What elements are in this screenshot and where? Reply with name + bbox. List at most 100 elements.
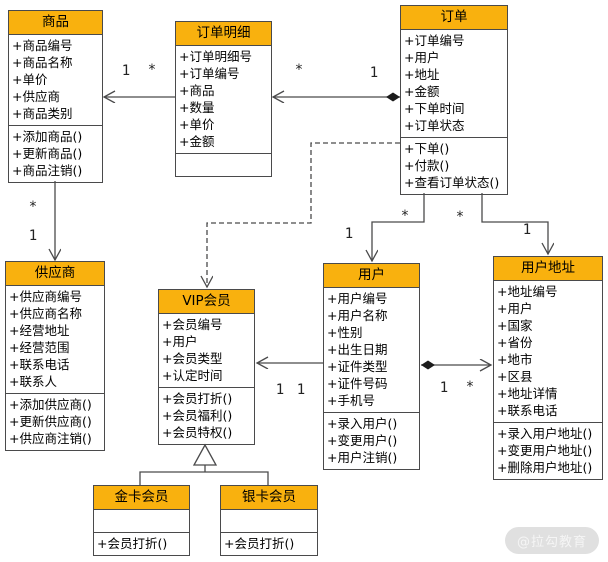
attribute-row: +会员类型	[162, 351, 223, 366]
class-gold-member-methods-section: +会员打折()	[94, 532, 189, 555]
method-row: +更新供应商()	[9, 414, 92, 429]
attribute-row: +区县	[497, 369, 533, 384]
connection-order-to-useraddress	[481, 193, 548, 254]
class-vip-member-attributes-section: +会员编号 +用户 +会员类型 +认定时间	[159, 314, 254, 387]
multiplicity-label: 1	[121, 63, 131, 79]
method-row: +用户注销()	[327, 450, 398, 465]
method-row: +会员福利()	[162, 408, 233, 423]
class-product-attributes-section: +商品编号+商品名称+单价+供应商+商品类别	[9, 35, 102, 125]
method-row: +变更用户地址()	[497, 443, 593, 458]
method-row: +付款()	[404, 158, 450, 173]
multiplicity-label: *	[455, 209, 465, 225]
multiplicity-label: *	[465, 379, 475, 395]
attribute-row: +地市	[497, 352, 533, 367]
multiplicity-label: *	[147, 62, 157, 78]
method-row: +录入用户()	[327, 416, 398, 431]
class-title-silver-member: 银卡会员	[221, 486, 317, 510]
attribute-row: +会员编号	[162, 317, 223, 332]
class-title-user: 用户	[324, 264, 419, 288]
attribute-row: +用户	[162, 334, 198, 349]
class-silver-member-attributes-section	[221, 510, 317, 532]
class-supplier-attributes-section: +供应商编号+供应商名称+经营地址+经营范围+联系电话+联系人	[6, 286, 104, 393]
attribute-row: +订单编号	[179, 66, 240, 81]
attribute-row: +数量	[179, 100, 215, 115]
class-title-order: 订单	[401, 6, 507, 30]
attribute-row: +证件号码	[327, 376, 388, 391]
class-title-vip-member: VIP会员	[159, 290, 254, 314]
class-product: 商品+商品编号+商品名称+单价+供应商+商品类别+添加商品()+更新商品()+商…	[8, 10, 103, 183]
multiplicity-label: 1	[275, 382, 285, 398]
attribute-row: +地址编号	[497, 284, 558, 299]
attribute-row: +金额	[404, 84, 440, 99]
class-title-gold-member: 金卡会员	[94, 486, 189, 510]
multiplicity-label: 1	[369, 65, 379, 81]
multiplicity-label: *	[28, 199, 38, 215]
method-row: +会员特权()	[162, 425, 233, 440]
attribute-row: +供应商编号	[9, 289, 82, 304]
attribute-row: +联系人	[9, 374, 57, 389]
class-title-product: 商品	[9, 11, 102, 35]
multiplicity-label: 1	[296, 382, 306, 398]
attribute-row: +用户	[404, 50, 440, 65]
class-user-methods-section: +录入用户() +变更用户() +用户注销()	[324, 412, 419, 469]
attribute-row: +商品编号	[12, 38, 73, 53]
class-order-detail: 订单明细+订单明细号+订单编号+商品+数量+单价+金额	[175, 21, 272, 177]
class-user-address-attributes-section: +地址编号+用户+国家+省份+地市+区县+地址详情+联系电话	[494, 281, 602, 422]
attribute-row: +经营范围	[9, 340, 70, 355]
attribute-row: +用户编号	[327, 291, 388, 306]
multiplicity-label: 1	[522, 222, 532, 238]
connection-generalization-rail	[139, 471, 269, 485]
class-user-address: 用户地址+地址编号+用户+国家+省份+地市+区县+地址详情+联系电话+录入用户地…	[493, 256, 603, 480]
attribute-row: +出生日期	[327, 342, 388, 357]
attribute-row: +用户名称	[327, 308, 388, 323]
multiplicity-label: 1	[439, 380, 449, 396]
attribute-row: +认定时间	[162, 368, 223, 383]
watermark-badge: @拉勾教育	[505, 527, 599, 554]
class-product-methods-section: +添加商品() +更新商品() +商品注销()	[9, 125, 102, 182]
class-title-user-address: 用户地址	[494, 257, 602, 281]
attribute-row: +订单编号	[404, 33, 465, 48]
method-row: +删除用户地址()	[497, 460, 593, 475]
class-gold-member: 金卡会员 +会员打折()	[93, 485, 190, 556]
attribute-row: +商品	[179, 83, 215, 98]
multiplicity-label: *	[294, 62, 304, 78]
attribute-row: +商品类别	[12, 106, 73, 121]
class-gold-member-attributes-section	[94, 510, 189, 532]
method-row: +变更用户()	[327, 433, 398, 448]
multiplicity-label: 1	[344, 226, 354, 242]
attribute-row: +订单明细号	[179, 49, 252, 64]
class-supplier-methods-section: +添加供应商()+更新供应商()+供应商注销()	[6, 393, 104, 450]
attribute-row: +国家	[497, 318, 533, 333]
method-row: +更新商品()	[12, 146, 83, 161]
method-row: +会员打折()	[224, 536, 295, 551]
class-user: 用户+用户编号+用户名称+性别+出生日期+证件类型+证件号码+手机号+录入用户(…	[323, 263, 420, 470]
class-title-supplier: 供应商	[6, 262, 104, 286]
attribute-row: +单价	[12, 72, 48, 87]
attribute-row: +订单状态	[404, 118, 465, 133]
attribute-row: +经营地址	[9, 323, 70, 338]
attribute-row: +联系电话	[9, 357, 70, 372]
attribute-row: +手机号	[327, 393, 375, 408]
method-row: +商品注销()	[12, 163, 83, 178]
class-order-methods-section: +下单()+付款()+查看订单状态()	[401, 137, 507, 194]
class-order: 订单+订单编号+用户+地址+金额+下单时间+订单状态+下单()+付款()+查看订…	[400, 5, 508, 195]
method-row: +会员打折()	[162, 391, 233, 406]
attribute-row: +省份	[497, 335, 533, 350]
method-row: +供应商注销()	[9, 431, 92, 446]
attribute-row: +单价	[179, 117, 215, 132]
class-order-attributes-section: +订单编号 +用户 +地址 +金额 +下单时间 +订单状态	[401, 30, 507, 137]
multiplicity-label: *	[400, 208, 410, 224]
attribute-row: +下单时间	[404, 101, 465, 116]
attribute-row: +地址	[404, 67, 440, 82]
class-user-address-methods-section: +录入用户地址() +变更用户地址() +删除用户地址()	[494, 422, 602, 479]
attribute-row: +商品名称	[12, 55, 73, 70]
class-title-order-detail: 订单明细	[176, 22, 271, 46]
class-order-detail-methods-section	[176, 153, 271, 176]
attribute-row: +证件类型	[327, 359, 388, 374]
connection-order-to-user	[372, 193, 425, 261]
method-row: +录入用户地址()	[497, 426, 593, 441]
class-silver-member: 银卡会员 +会员打折()	[220, 485, 318, 556]
method-row: +添加商品()	[12, 129, 83, 144]
method-row: +查看订单状态()	[404, 175, 500, 190]
